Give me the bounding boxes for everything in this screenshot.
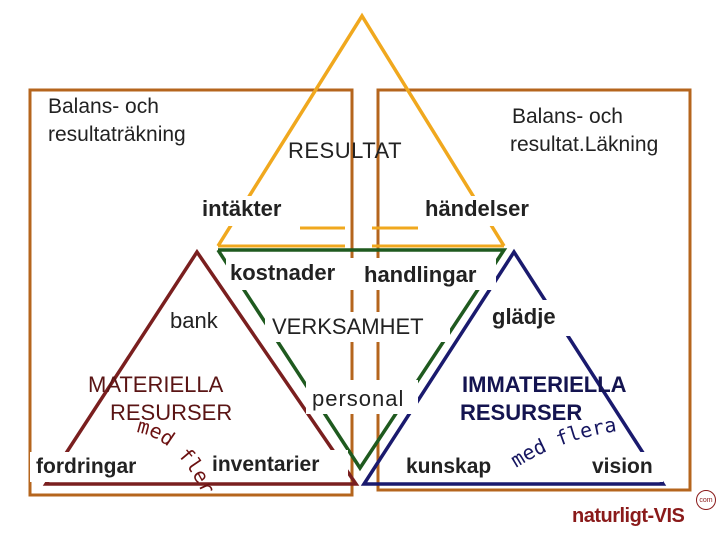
- kostnader-label: kostnader: [230, 260, 336, 285]
- materiella-title-line1: MATERIELLA: [88, 372, 224, 397]
- handelser-label: händelser: [425, 196, 529, 221]
- top-left-label-line1: Balans- och: [48, 95, 159, 118]
- gladje-label: glädje: [492, 304, 556, 329]
- middle-triangle: [216, 248, 508, 472]
- top-triangle: [216, 12, 506, 247]
- logo-badge: com: [696, 490, 716, 510]
- materiella-title-line2: RESURSER: [110, 400, 233, 425]
- kunskap-label: kunskap: [406, 455, 492, 478]
- left-triangle: [42, 248, 360, 486]
- top-right-label-line2: resultat.Läkning: [510, 133, 659, 156]
- inventarier-label: inventarier: [212, 453, 320, 476]
- logo-text: naturligt-VIS: [572, 505, 685, 527]
- logo-badge-text: com: [699, 496, 713, 504]
- immateriella-title-line2: RESURSER: [460, 400, 583, 425]
- top-right-label-line1: Balans- och: [512, 105, 623, 128]
- immateriella-title-line1: IMMATERIELLA: [462, 372, 627, 397]
- personal-label: personal: [312, 386, 405, 411]
- left-med-flera-script: med flera: [0, 0, 220, 498]
- intakter-label: intäkter: [202, 196, 282, 221]
- right-frame: [376, 88, 692, 492]
- resultat-title: RESULTAT: [288, 138, 403, 163]
- fordringar-label: fordringar: [36, 455, 137, 478]
- handlingar-label: handlingar: [364, 262, 477, 287]
- vision-label: vision: [592, 455, 653, 478]
- right-triangle: [360, 248, 667, 486]
- top-left-label-line2: resultaträkning: [48, 123, 186, 146]
- bank-label: bank: [170, 308, 218, 333]
- verksamhet-title: VERKSAMHET: [272, 314, 424, 339]
- left-frame: [28, 88, 354, 497]
- right-med-flera-script: med flera: [506, 412, 618, 472]
